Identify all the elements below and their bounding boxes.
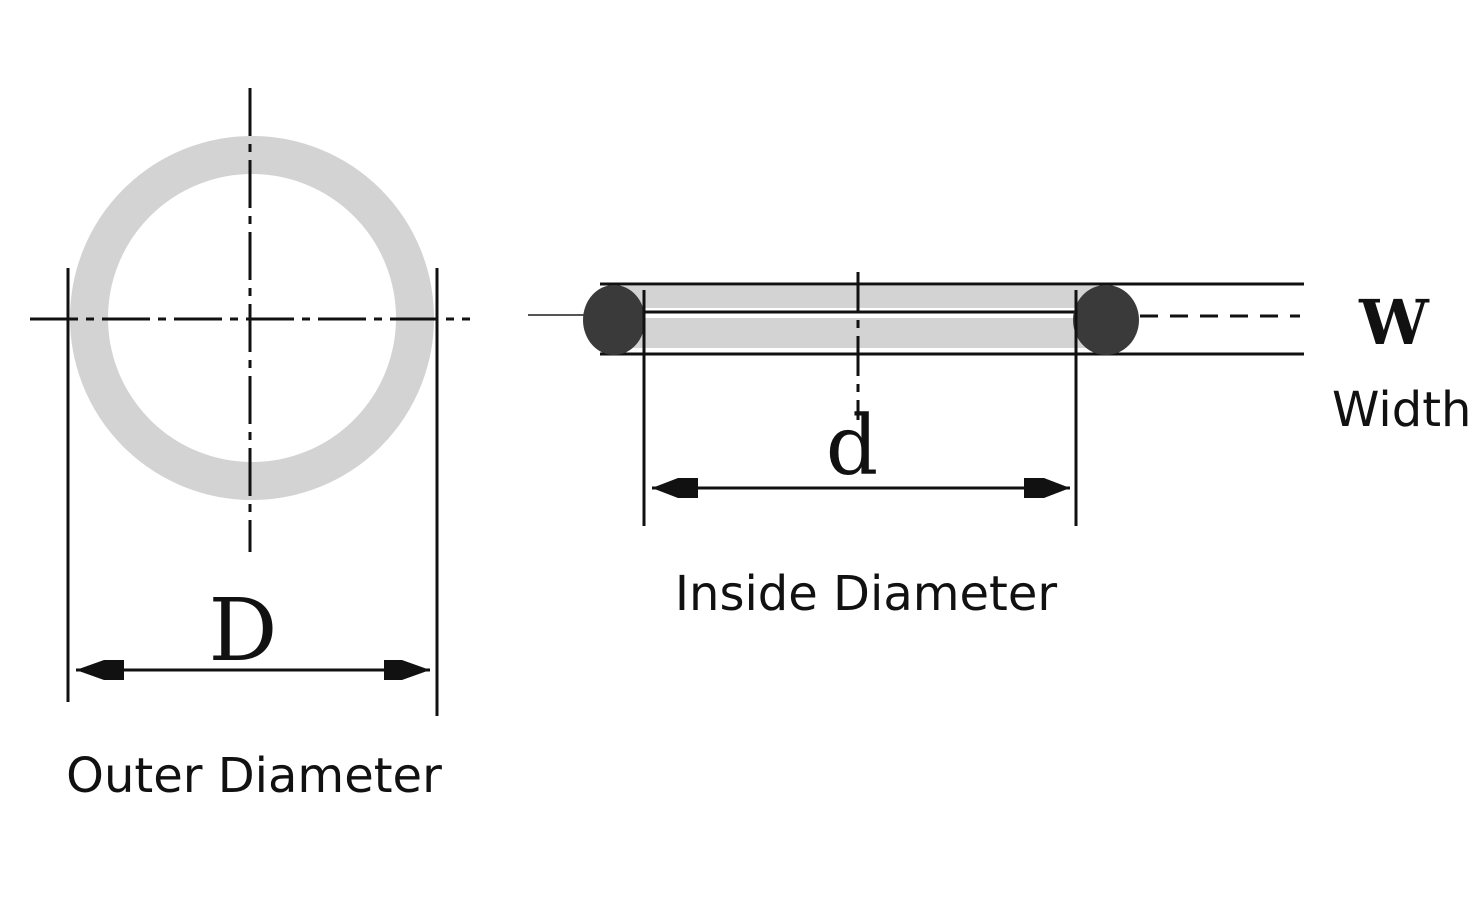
- cross-section-right: [1073, 285, 1139, 355]
- cross-section-left: [583, 285, 645, 355]
- ring-side-view: d Inside Diameter W Width: [528, 272, 1470, 622]
- inside-arrow-left: [652, 478, 698, 498]
- outer-arrow-right: [384, 660, 430, 680]
- ring-front-view: D Outer Diameter: [30, 88, 470, 804]
- width-symbol: W: [1358, 286, 1430, 359]
- inside-diameter-symbol: d: [826, 399, 879, 494]
- inside-arrow-right: [1024, 478, 1070, 498]
- outer-diameter-symbol: D: [209, 581, 278, 681]
- outer-diameter-caption: Outer Diameter: [66, 748, 442, 804]
- width-caption: Width: [1332, 382, 1470, 438]
- ring-side-body-top: [612, 286, 1110, 308]
- ring-side-body-bottom: [612, 318, 1110, 348]
- inside-diameter-caption: Inside Diameter: [675, 566, 1058, 622]
- outer-arrow-left: [76, 660, 124, 680]
